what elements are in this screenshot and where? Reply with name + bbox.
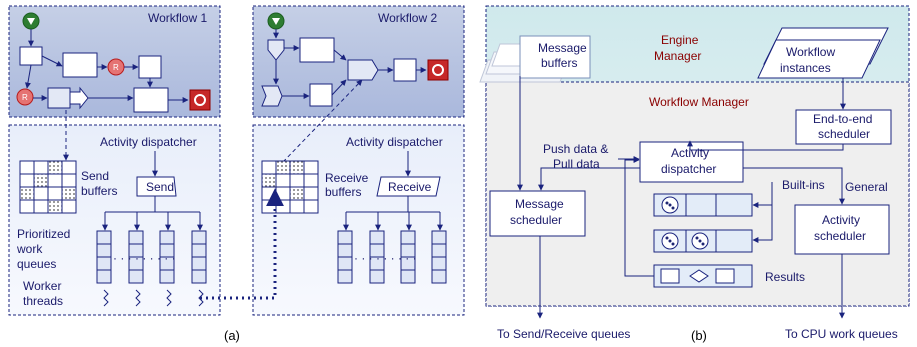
receive-buffers-label-2: buffers (325, 185, 361, 199)
activity-scheduler-label-1: Activity (822, 213, 860, 227)
work-queues-right (337, 196, 447, 284)
caption-a: (a) (224, 328, 240, 343)
threads-label-2: threads (23, 294, 63, 308)
receive-node-icon (16, 88, 34, 106)
message-scheduler-label-1: Message (515, 197, 564, 211)
worker-thread-path (200, 188, 284, 300)
queues-label-3: queues (17, 257, 56, 271)
e2e-scheduler-box (795, 109, 892, 145)
svg-text:R: R (22, 93, 28, 102)
message-scheduler-label-2: scheduler (510, 213, 562, 227)
workflow-manager-label: Workflow Manager (649, 95, 749, 109)
send-buffers-label-1: Send (81, 169, 109, 183)
end-icon (189, 89, 211, 111)
activity-dispatcher-box (639, 141, 744, 183)
send-buffers-label-2: buffers (81, 184, 117, 198)
to-send-receive-label: To Send/Receive queues (497, 327, 630, 341)
work-queues-left (96, 196, 207, 284)
engine-manager-label-2: Manager (654, 49, 701, 63)
results-queue (653, 264, 753, 288)
receive-buffers-label-1: Receive (325, 171, 369, 185)
send-node-icon (47, 87, 71, 109)
message-buffers-stack (479, 35, 591, 83)
results-label: Results (765, 270, 805, 284)
svg-text:R: R (113, 63, 119, 72)
queue-dots-right: · · · · · · · · · (354, 251, 417, 265)
receive-node-icon-3 (261, 85, 283, 107)
push-pull-label-1: Push data & (543, 142, 608, 156)
receive-label: Receive (388, 180, 432, 194)
message-buffers-label-1: Message (538, 41, 587, 55)
message-buffers-label-2: buffers (541, 56, 577, 70)
workflow-instances-label-2: instances (780, 61, 831, 75)
general-label: General (845, 180, 888, 194)
builtin-queue-1 (653, 193, 753, 217)
split-icon (267, 39, 285, 61)
dispatcher1-label: Activity dispatcher (100, 135, 197, 149)
workflow-instances-label-1: Workflow (786, 45, 835, 59)
queues-label-2: work (16, 242, 43, 256)
push-pull-label-2: Pull data (553, 157, 600, 171)
message-scheduler-box (489, 190, 586, 237)
workflow2-title: Workflow 2 (378, 11, 437, 25)
activity-scheduler-box (794, 204, 890, 255)
end-icon-2 (427, 59, 449, 81)
e2e-scheduler-label-2: scheduler (818, 127, 870, 141)
engine-manager-label-1: Engine (661, 33, 699, 47)
send-label: Send (146, 180, 174, 194)
dispatcher1-panel (8, 124, 221, 316)
queue-dots-left: · · · · · · · · · (113, 251, 176, 265)
receive-box (376, 176, 441, 197)
join-icon (347, 59, 379, 81)
dispatcher2-label: Activity dispatcher (346, 135, 443, 149)
builtin-queue-2 (653, 229, 753, 253)
worker-threads-left (103, 289, 204, 307)
workflow2-graph (261, 12, 449, 107)
builtins-label: Built-ins (782, 178, 825, 192)
to-cpu-label: To CPU work queues (785, 327, 898, 341)
workflow1-graph (16, 12, 211, 113)
send-buffers-grid (19, 160, 77, 214)
activity-dispatcher-label-2: dispatcher (661, 162, 716, 176)
queues-label-1: Prioritized (17, 227, 70, 241)
receive-buffers-grid (261, 160, 319, 214)
activity-scheduler-label-2: scheduler (814, 229, 866, 243)
receive-buffer-link (282, 79, 363, 163)
e2e-scheduler-label-1: End-to-end (813, 112, 872, 126)
caption-b: (b) (691, 328, 707, 343)
threads-label-1: Worker (23, 279, 61, 293)
dispatcher2-panel (252, 124, 465, 316)
workflow1-title: Workflow 1 (148, 11, 207, 25)
workflow-instances-stack (757, 27, 889, 79)
send-box (136, 176, 177, 197)
